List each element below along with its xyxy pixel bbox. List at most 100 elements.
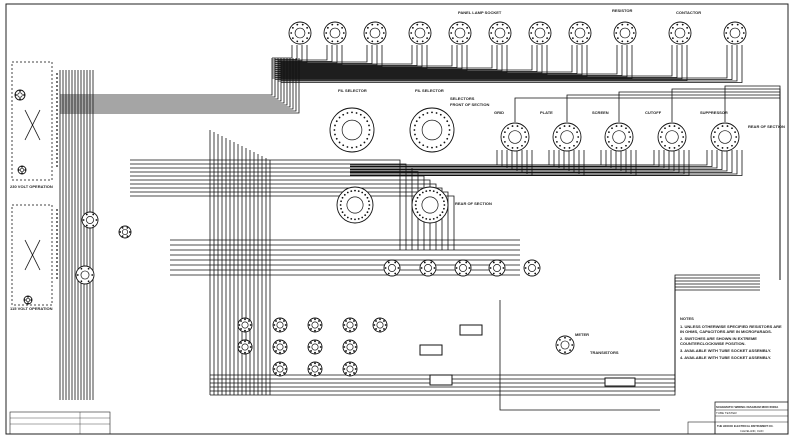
contact bbox=[244, 318, 246, 321]
contact bbox=[273, 368, 276, 370]
contact bbox=[506, 26, 509, 29]
contact bbox=[736, 40, 739, 43]
transformer-tap bbox=[56, 105, 58, 107]
contact bbox=[626, 23, 629, 26]
contact bbox=[726, 125, 729, 127]
test-socket-body bbox=[488, 259, 506, 277]
wire bbox=[272, 45, 293, 59]
contact bbox=[504, 131, 506, 134]
contact bbox=[468, 267, 471, 269]
tube-socket bbox=[408, 21, 432, 45]
contact bbox=[394, 272, 397, 275]
contact bbox=[501, 40, 504, 43]
contact bbox=[458, 261, 461, 264]
contact bbox=[339, 204, 342, 206]
contact bbox=[240, 328, 242, 330]
contact bbox=[371, 40, 374, 43]
resistor-label: RESISTOR bbox=[612, 8, 632, 13]
wire bbox=[278, 45, 378, 66]
contact bbox=[275, 364, 277, 366]
wire bbox=[130, 179, 431, 250]
contact bbox=[496, 40, 499, 43]
note-4: 4. AVAILABLE WITH TUBE SOCKET ASSEMBLY. bbox=[680, 355, 772, 360]
front-of-section-label: FRONT OF SECTION bbox=[450, 102, 489, 107]
contact bbox=[82, 219, 85, 221]
contact bbox=[467, 32, 470, 34]
contact bbox=[279, 373, 281, 376]
wire bbox=[278, 45, 338, 64]
contact bbox=[310, 320, 312, 322]
contact bbox=[489, 267, 492, 269]
tube-socket-hub bbox=[369, 27, 381, 39]
contact bbox=[92, 224, 95, 227]
contact bbox=[336, 23, 339, 26]
contact bbox=[248, 320, 250, 322]
transformer-tap bbox=[56, 157, 58, 159]
contact bbox=[341, 211, 344, 214]
selector-switch bbox=[411, 186, 449, 224]
contact bbox=[291, 26, 294, 29]
contact bbox=[448, 129, 451, 131]
contact bbox=[382, 32, 385, 34]
contact bbox=[511, 147, 514, 149]
transformer-tap bbox=[56, 237, 58, 239]
selector-switch-hub bbox=[346, 196, 364, 214]
element-selector-switch bbox=[500, 122, 530, 152]
selector-switch bbox=[336, 186, 374, 224]
contact bbox=[273, 346, 276, 348]
selector-switch-hub bbox=[421, 196, 439, 214]
test-socket bbox=[523, 259, 541, 277]
contact bbox=[556, 131, 558, 134]
contact bbox=[379, 318, 381, 321]
contact bbox=[368, 204, 371, 206]
contact bbox=[571, 344, 574, 346]
contact bbox=[23, 299, 26, 301]
contact bbox=[80, 267, 83, 270]
wire bbox=[350, 150, 743, 176]
contact bbox=[499, 272, 502, 275]
element-selector-switch-hub bbox=[665, 130, 679, 144]
contact bbox=[436, 191, 439, 194]
wire bbox=[275, 45, 333, 62]
wire bbox=[281, 45, 548, 75]
contact bbox=[516, 147, 519, 149]
contact bbox=[318, 320, 320, 322]
filament-selector-switch bbox=[409, 107, 455, 153]
contact bbox=[430, 272, 433, 275]
contact bbox=[308, 324, 311, 326]
contact bbox=[318, 350, 320, 352]
contact bbox=[248, 350, 250, 352]
wire bbox=[278, 45, 583, 76]
contact bbox=[333, 129, 336, 131]
contact bbox=[334, 124, 336, 127]
contact bbox=[275, 372, 277, 374]
test-socket-hub bbox=[493, 264, 501, 272]
title-block: SCHEMATIC WIRING DIAGRAM MOD 6000A TUBE … bbox=[687, 401, 789, 435]
transformer-tap bbox=[56, 73, 58, 75]
contact bbox=[571, 26, 574, 29]
contact bbox=[546, 37, 549, 40]
contact bbox=[568, 147, 571, 149]
contact bbox=[384, 324, 387, 326]
wire bbox=[130, 191, 449, 250]
wire bbox=[272, 45, 453, 67]
contact bbox=[279, 351, 281, 354]
contact bbox=[345, 342, 347, 344]
contact bbox=[308, 346, 311, 348]
city-text: CLEVELAND, OHIO bbox=[740, 429, 764, 433]
transformer-tap bbox=[56, 217, 58, 219]
wire bbox=[60, 58, 297, 112]
contact bbox=[443, 200, 445, 203]
contact bbox=[353, 342, 355, 344]
contact bbox=[625, 127, 627, 130]
contact bbox=[569, 349, 571, 351]
meter bbox=[555, 335, 575, 355]
contact bbox=[283, 328, 285, 330]
wire bbox=[278, 45, 503, 72]
contact bbox=[608, 131, 610, 134]
contact bbox=[531, 26, 534, 29]
tube-socket-hub bbox=[494, 27, 506, 39]
contact bbox=[568, 125, 571, 127]
contact bbox=[534, 272, 537, 275]
contact bbox=[524, 131, 526, 134]
